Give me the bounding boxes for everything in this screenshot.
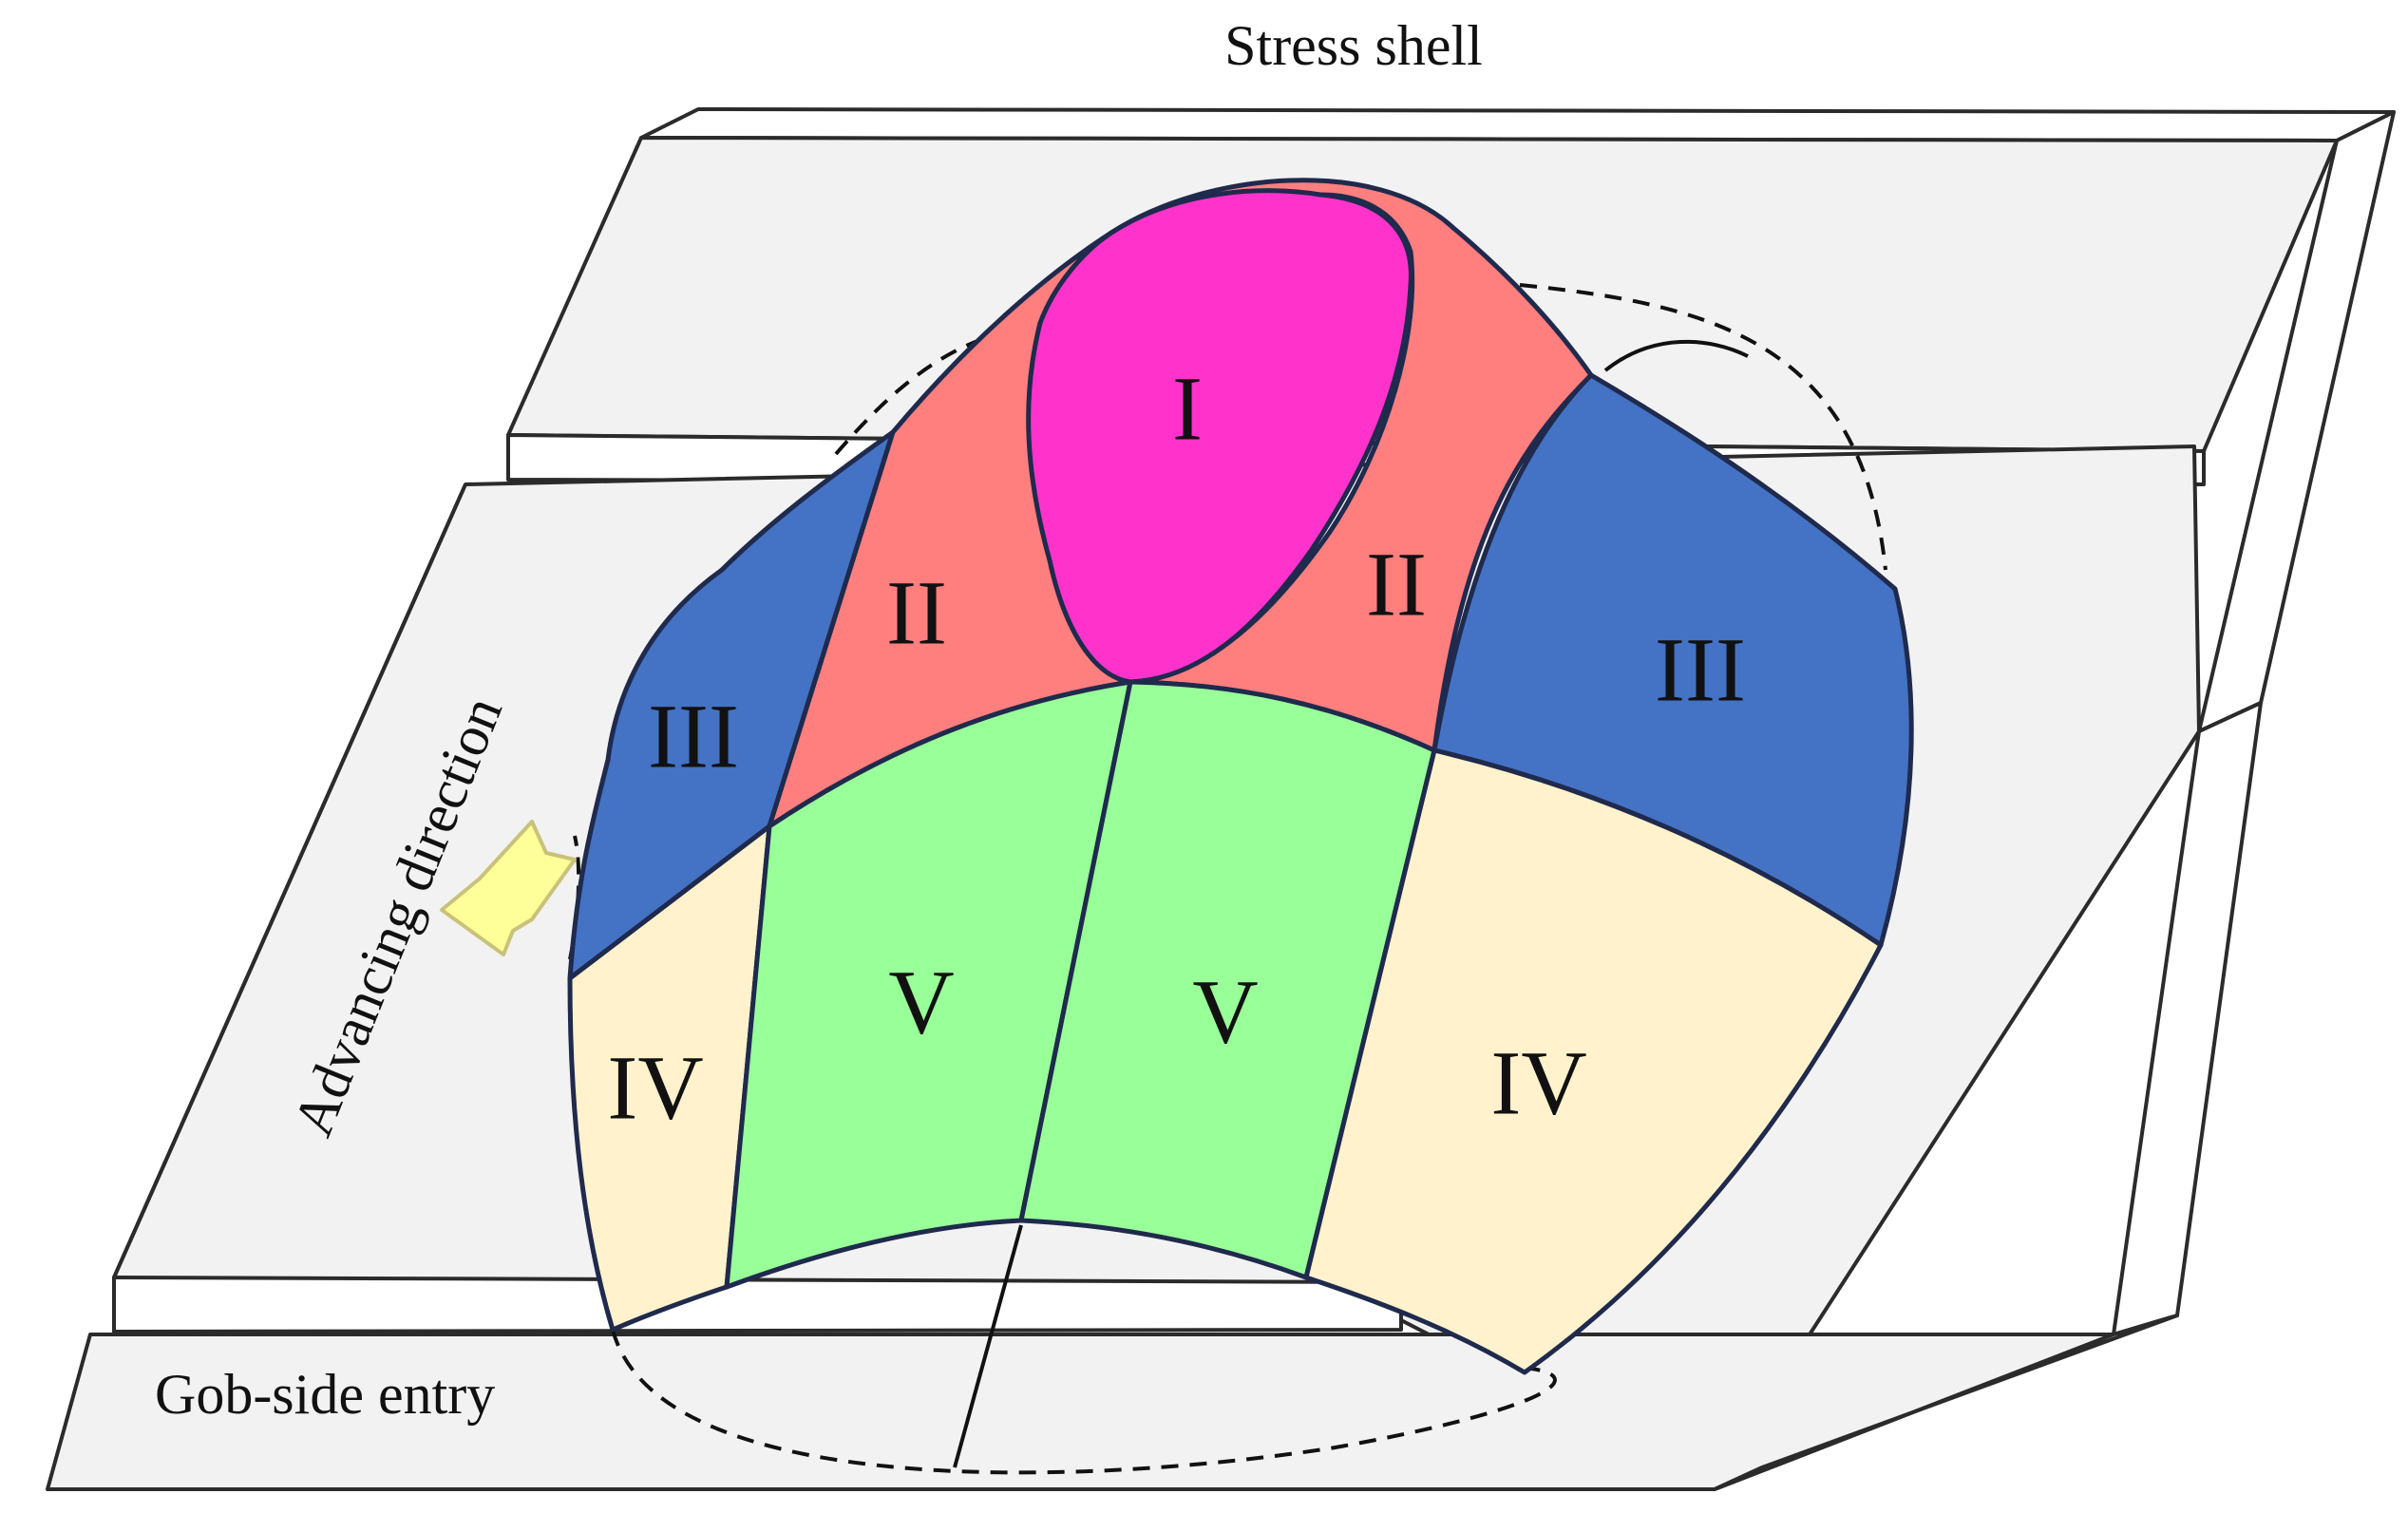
centerline-to-entry — [953, 1224, 1023, 1468]
zone-I — [1026, 188, 1413, 685]
lower-plate-left-edge — [112, 483, 467, 1278]
zone-label-III-right: III — [1655, 619, 1746, 721]
zone-III-left — [567, 429, 896, 981]
zone-label-II-left: II — [886, 562, 947, 664]
gob-side-entry-label: Gob-side entry — [155, 1363, 495, 1426]
zone-label-II-right: II — [1366, 534, 1427, 635]
zone-label-I: I — [1172, 358, 1203, 460]
stress-shell — [567, 178, 1914, 1375]
zone-label-IV-left: IV — [607, 1037, 703, 1139]
upper-plate-top-edge — [639, 107, 2396, 142]
lower-plate-front-edge — [112, 1276, 1403, 1333]
zone-IV-left — [567, 823, 772, 1333]
shell-back-solid-outline — [1603, 339, 1749, 372]
zone-IV-right — [1303, 747, 1884, 1375]
advancing-arrow-icon — [440, 820, 577, 956]
shell-left-dashed-outline — [834, 335, 989, 456]
zone-label-V-right: V — [1192, 961, 1258, 1063]
shell-base-dashed-outline — [611, 1329, 1557, 1475]
gob-side-entry-right-edge — [1713, 1314, 2179, 1491]
zone-label-IV-right: IV — [1490, 1032, 1586, 1134]
stress-shell-title: Stress shell — [1224, 14, 1483, 77]
zone-label-III-left: III — [648, 686, 739, 787]
zone-label-V-left: V — [888, 952, 954, 1053]
shell-back-dashed-outline — [1519, 283, 1887, 571]
gob-side-entry-strip — [46, 701, 2263, 1491]
